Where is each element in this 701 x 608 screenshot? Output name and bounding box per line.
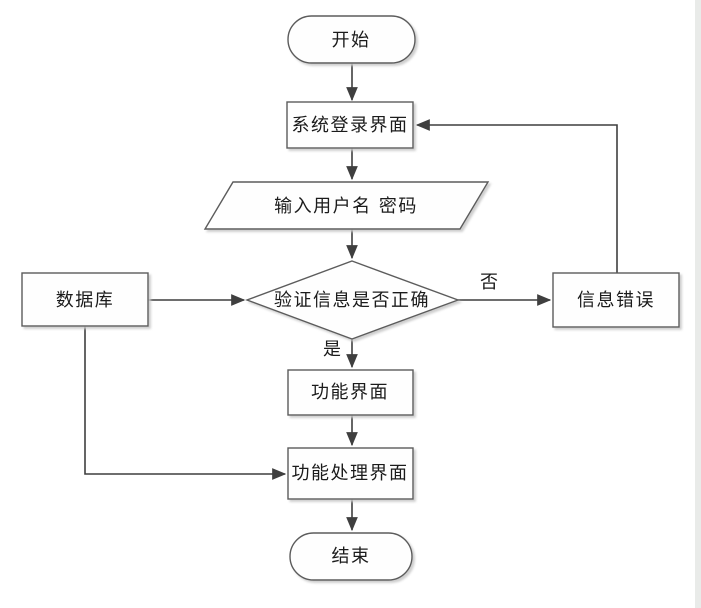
end-stadium-shape	[289, 532, 413, 581]
node-end: 结束	[289, 532, 413, 581]
nodes-layer: 开始 系统登录界面 输入用户名 密码 验证信息是否正确 数据库 信息错误 功能界…	[21, 15, 680, 581]
node-login-screen: 系统登录界面	[286, 101, 414, 149]
node-input-credentials: 输入用户名 密码	[203, 181, 490, 230]
node-label: 验证信息是否正确	[274, 290, 430, 311]
node-label: 功能处理界面	[292, 463, 409, 484]
error-rect-shape	[552, 272, 680, 328]
edge-database-process	[84, 326, 287, 480]
start-stadium-shape	[287, 15, 416, 64]
node-label: 系统登录界面	[292, 115, 409, 136]
node-label: 结束	[332, 546, 371, 567]
edge-labels-layer: 是 否	[323, 272, 498, 360]
node-verify-decision: 验证信息是否正确	[244, 260, 461, 340]
node-label: 输入用户名 密码	[274, 196, 418, 217]
node-database: 数据库	[21, 272, 149, 327]
node-label: 开始	[332, 30, 371, 51]
node-label: 数据库	[56, 290, 115, 311]
login-rect-shape	[286, 101, 414, 149]
edge-label-no: 否	[480, 272, 498, 293]
edge-label-yes: 是	[323, 339, 341, 360]
node-error-message: 信息错误	[552, 272, 680, 328]
node-label: 功能界面	[311, 382, 389, 403]
node-function-screen: 功能界面	[287, 369, 414, 416]
database-rect-shape	[21, 272, 149, 327]
input-parallelogram-shape	[203, 181, 490, 230]
function-rect-shape	[287, 369, 414, 416]
process-rect-shape	[287, 447, 414, 500]
edge-error-login	[415, 119, 618, 273]
node-label: 信息错误	[577, 290, 655, 311]
page-edge-strip	[695, 0, 701, 608]
verify-diamond-shape	[244, 260, 461, 340]
node-process-screen: 功能处理界面	[287, 447, 414, 500]
edges-layer	[84, 63, 618, 532]
node-start: 开始	[287, 15, 416, 64]
